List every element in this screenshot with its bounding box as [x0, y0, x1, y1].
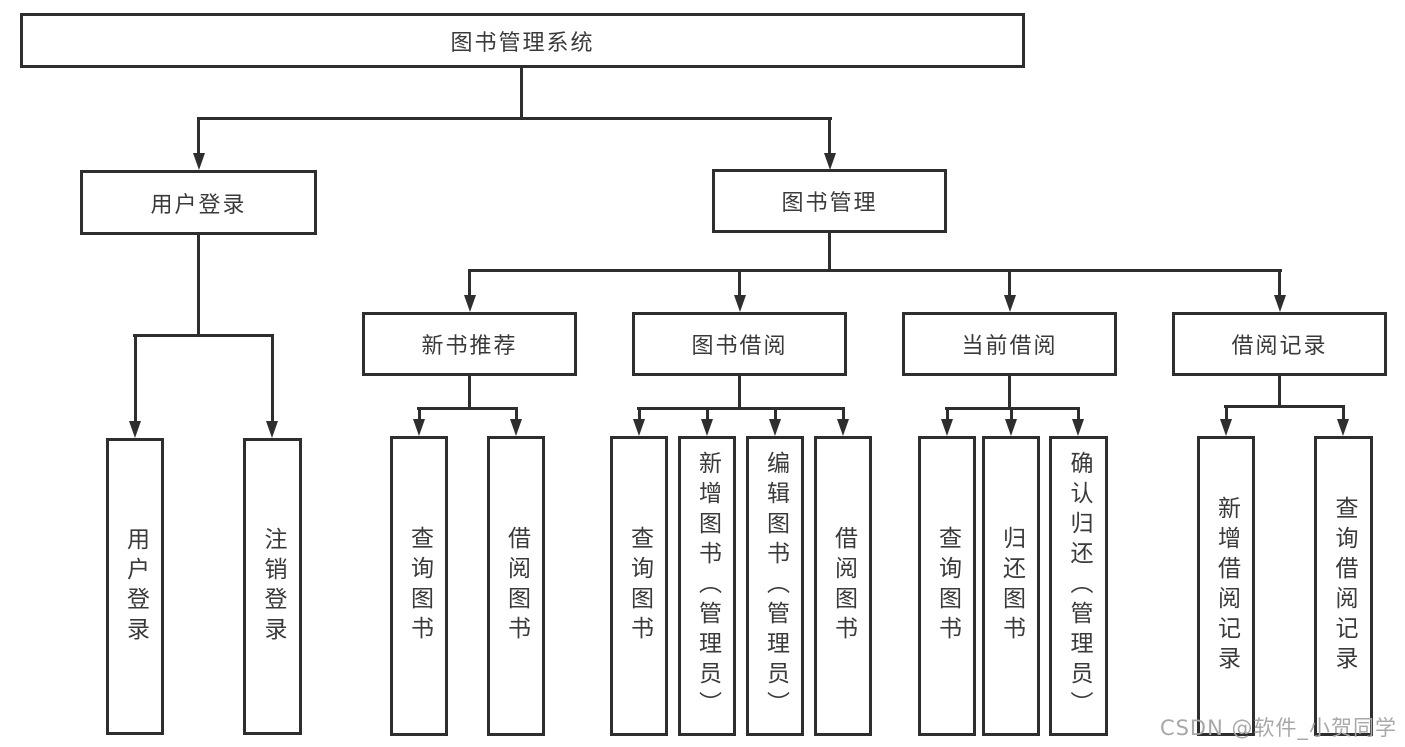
node-label: 编辑图书（管理员）: [762, 451, 789, 721]
arrowhead: [824, 153, 836, 170]
connector: [946, 407, 949, 419]
connector: [738, 376, 741, 409]
node-label: 当前借阅: [961, 334, 1058, 359]
node-label: 确认归还（管理员）: [1066, 451, 1092, 721]
arrowhead: [1220, 419, 1232, 436]
connector: [1342, 405, 1345, 419]
arrowhead: [941, 419, 953, 436]
connector: [1008, 376, 1011, 409]
connector: [468, 376, 471, 409]
connector: [1278, 269, 1281, 297]
connector: [417, 407, 518, 410]
connector: [271, 334, 274, 421]
node-label: 图书管理: [781, 191, 878, 216]
node-logout: 注销登录: [243, 438, 302, 735]
node-label: 借阅记录: [1231, 334, 1328, 359]
node-confirm-return-admin: 确认归还（管理员）: [1049, 436, 1108, 736]
node-label: 查询图书: [934, 526, 961, 646]
connector: [638, 407, 641, 419]
connector: [1010, 407, 1013, 419]
node-label: 新书推荐: [421, 334, 518, 359]
node-library-management-system: 图书管理系统: [20, 13, 1025, 68]
node-return-books: 归还图书: [982, 436, 1040, 736]
connector: [134, 334, 137, 421]
node-label: 借阅图书: [503, 526, 530, 646]
arrowhead: [510, 419, 522, 436]
arrowhead: [1072, 419, 1084, 436]
arrowhead: [464, 295, 476, 312]
node-label: 图书借阅: [691, 334, 788, 359]
connector: [1278, 376, 1281, 407]
connector: [197, 235, 200, 336]
node-borrow-books-recommend: 借阅图书: [487, 436, 545, 736]
node-label: 借阅图书: [830, 526, 857, 646]
connector: [1077, 407, 1080, 419]
node-current-borrow: 当前借阅: [902, 312, 1117, 376]
node-label: 用户登录: [150, 192, 247, 218]
connector: [842, 407, 845, 419]
connector: [520, 68, 523, 119]
arrowhead: [734, 295, 746, 312]
connector: [515, 407, 518, 419]
arrowhead: [1005, 419, 1017, 436]
arrowhead: [193, 153, 205, 170]
connector: [468, 269, 1282, 272]
node-borrow-books-leaf: 借阅图书: [814, 436, 872, 736]
node-label: 查询图书: [406, 526, 433, 646]
arrowhead: [701, 419, 713, 436]
connector: [828, 233, 831, 272]
connector: [133, 334, 274, 337]
arrowhead: [769, 419, 781, 436]
arrowhead: [129, 421, 141, 438]
node-book-management: 图书管理: [712, 169, 947, 233]
connector: [774, 407, 777, 419]
arrowhead: [1004, 295, 1016, 312]
node-query-books-current: 查询图书: [918, 436, 976, 736]
node-label: 查询图书: [626, 526, 653, 646]
node-user-login-leaf: 用户登录: [106, 438, 164, 735]
node-label: 图书管理系统: [450, 30, 595, 56]
node-label: 新增图书（管理员）: [694, 451, 721, 721]
connector: [738, 269, 741, 297]
connector: [468, 269, 471, 297]
connector: [1225, 405, 1228, 419]
node-label: 注销登录: [260, 526, 286, 647]
arrowhead: [633, 419, 645, 436]
node-new-book-recommend: 新书推荐: [362, 312, 577, 376]
node-query-books-borrow: 查询图书: [610, 436, 668, 736]
node-add-borrow-record: 新增借阅记录: [1197, 436, 1255, 736]
node-label: 用户登录: [122, 526, 149, 647]
connector: [197, 117, 832, 120]
connector: [637, 407, 845, 410]
connector: [706, 407, 709, 419]
node-add-books-admin: 新增图书（管理员）: [678, 436, 736, 736]
connector: [197, 117, 200, 153]
node-query-borrow-record: 查询借阅记录: [1314, 436, 1373, 736]
node-label: 归还图书: [998, 526, 1025, 646]
arrowhead: [1274, 295, 1286, 312]
node-query-books-recommend: 查询图书: [390, 436, 448, 736]
node-user-login: 用户登录: [80, 170, 317, 235]
csdn-watermark: CSDN @软件_小贺同学: [1159, 716, 1397, 740]
node-label: 查询借阅记录: [1331, 496, 1357, 676]
connector: [418, 407, 421, 419]
node-label: 新增借阅记录: [1213, 496, 1240, 676]
connector: [1008, 269, 1011, 297]
arrowhead: [413, 419, 425, 436]
node-borrow-records: 借阅记录: [1172, 312, 1387, 376]
arrowhead: [266, 421, 278, 438]
connector: [1224, 405, 1345, 408]
connector: [828, 117, 831, 153]
node-edit-books-admin: 编辑图书（管理员）: [746, 436, 804, 736]
node-book-borrow: 图书借阅: [632, 312, 847, 376]
arrowhead: [1337, 419, 1349, 436]
arrowhead: [837, 419, 849, 436]
